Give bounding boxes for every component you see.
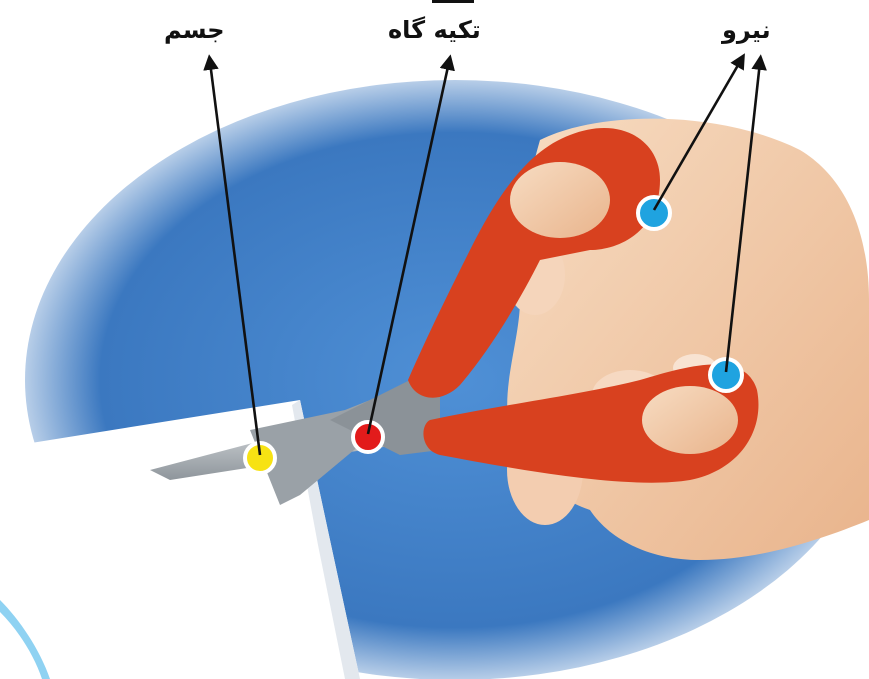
label-fulcrum: تکیه گاه [388,18,481,42]
fulcrum-marker [353,422,383,452]
label-force: نیرو [722,18,771,42]
label-body: جسم [164,18,225,42]
force-marker-top [638,197,670,229]
fulcrum-label-overline [432,0,474,3]
